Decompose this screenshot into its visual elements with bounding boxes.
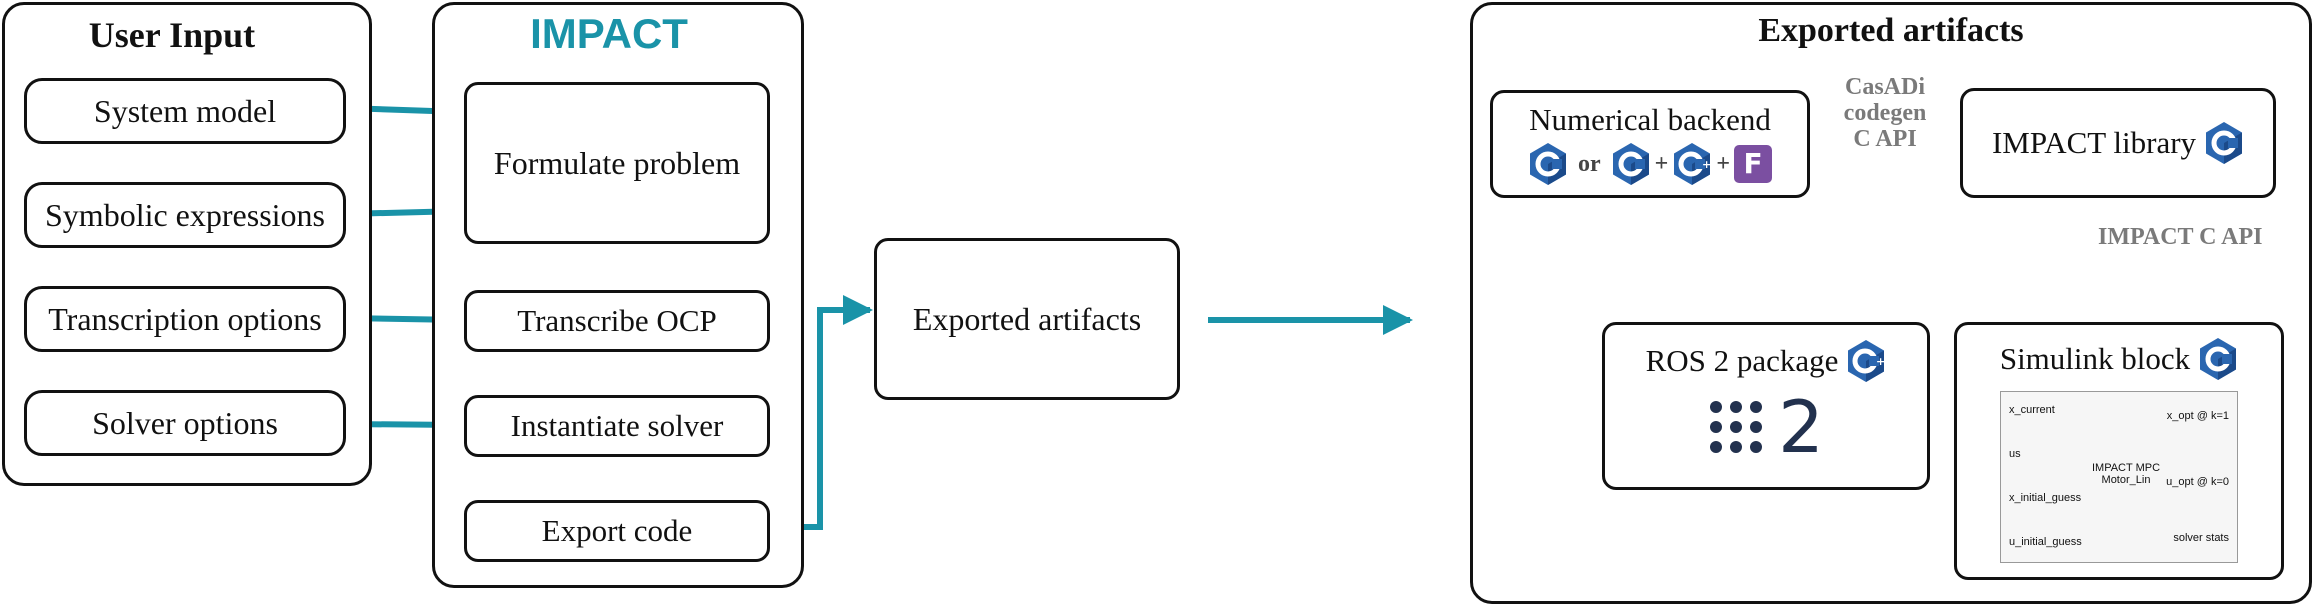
svg-text:++: ++	[1702, 158, 1712, 171]
backend-icons: or + ++ + F	[1528, 142, 1773, 186]
user-input-title: User Input	[88, 15, 256, 55]
export-code-box: Export code	[464, 500, 770, 562]
ros2-package-label: ROS 2 package	[1645, 343, 1839, 378]
ros2-header: ROS 2 package ++	[1645, 339, 1886, 383]
codegen-line-2: codegen	[1843, 100, 1927, 126]
symbolic-expressions-box: Symbolic expressions	[24, 182, 346, 248]
simulink-block-label: Simulink block	[1999, 341, 2191, 376]
or-label: or	[1577, 150, 1601, 177]
c-language-icon	[2206, 122, 2243, 164]
sim-output-solver-stats: solver stats	[2173, 532, 2229, 544]
simulink-header: Simulink block	[2000, 337, 2238, 381]
numerical-backend-box: Numerical backend or + ++	[1490, 90, 1810, 198]
sim-input-x-initial-guess: x_initial_guess	[2009, 492, 2082, 504]
c-language-icon	[1529, 143, 1566, 185]
transcribe-ocp-box: Transcribe OCP	[464, 290, 770, 352]
instantiate-solver-box: Instantiate solver	[464, 395, 770, 457]
impact-library-label: IMPACT library	[1991, 125, 2197, 160]
ros2-logo: 2	[1708, 391, 1824, 463]
simulink-mask: x_current us x_initial_guess u_initial_g…	[2000, 391, 2238, 563]
impact-title: IMPACT	[530, 10, 688, 57]
ros2-package-box: ROS 2 package ++ 2	[1602, 322, 1930, 490]
system-model-box: System model	[24, 78, 346, 144]
sim-input-us: us	[2009, 448, 2021, 460]
plus-label: +	[1654, 150, 1669, 177]
formulate-problem-box: Formulate problem	[464, 82, 770, 244]
sim-output-x-opt: x_opt @ k=1	[2166, 410, 2229, 422]
impact-library-box: IMPACT library	[1960, 88, 2276, 198]
sim-output-u-opt: u_opt @ k=0	[2166, 476, 2229, 488]
sim-block-title-1: IMPACT MPC	[2091, 462, 2161, 474]
c-api-connector-label: IMPACT C API	[2098, 224, 2263, 250]
sim-input-x-current: x_current	[2009, 404, 2055, 416]
ros-dots-icon	[1710, 401, 1763, 453]
solver-options-box: Solver options	[24, 390, 346, 456]
exported-artifacts-box: Exported artifacts	[874, 238, 1180, 400]
svg-text:++: ++	[1876, 355, 1886, 368]
codegen-connector-label: CasADi codegen C API	[1812, 74, 1958, 152]
sim-block-title-2: Motor_Lin	[2101, 474, 2151, 486]
numerical-backend-label: Numerical backend	[1529, 102, 1771, 137]
codegen-line-1: CasADi	[1844, 74, 1925, 100]
simulink-block-box: Simulink block x_current us x_initial_gu…	[1954, 322, 2284, 580]
transcription-options-box: Transcription options	[24, 286, 346, 352]
fortran-icon: F	[1734, 145, 1773, 183]
c-language-icon	[2200, 338, 2237, 380]
plus-label: +	[1716, 150, 1731, 177]
cpp-language-icon: ++	[1848, 340, 1886, 382]
sim-input-u-initial-guess: u_initial_guess	[2009, 536, 2082, 548]
sim-block-title: IMPACT MPC Motor_Lin	[2081, 462, 2171, 486]
codegen-line-3: C API	[1853, 126, 1917, 152]
exported-artifacts-title: Exported artifacts	[1758, 12, 2024, 49]
ros2-logo-number: 2	[1778, 385, 1824, 469]
cpp-language-icon: ++	[1674, 143, 1712, 185]
c-language-icon	[1612, 143, 1649, 185]
